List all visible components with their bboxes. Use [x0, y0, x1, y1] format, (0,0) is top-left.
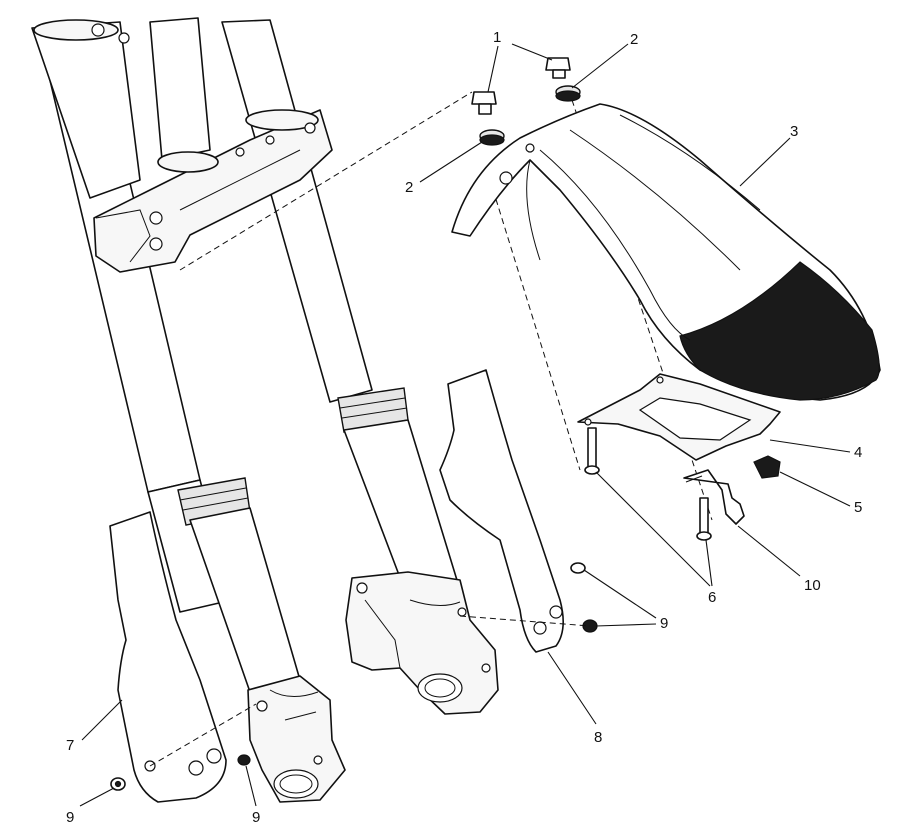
guard-screw-9c: [570, 562, 586, 574]
mudguard-grommet-2b: [479, 129, 505, 146]
callout-7: 7: [66, 737, 74, 754]
leader-5: [779, 471, 851, 507]
guard-screw-9b: [110, 777, 126, 791]
alignment-line-mudguard-left: [489, 179, 581, 471]
fork-guard-right: [439, 369, 564, 653]
screw-6b: [696, 497, 712, 541]
screw-6a: [584, 427, 600, 475]
leader-9-right-b: [595, 623, 657, 627]
leader-6b: [705, 539, 713, 587]
callout-10: 10: [804, 577, 821, 594]
callout-9-left: 9: [66, 809, 74, 826]
fork-guard-left: [109, 511, 227, 803]
front-mudguard: [451, 103, 881, 401]
guard-screw-9a: [237, 754, 251, 766]
alignment-line-left-guard: [149, 703, 257, 767]
leader-4: [769, 439, 851, 453]
mudguard-bolt-1b: [545, 57, 571, 79]
callout-6: 6: [708, 589, 716, 606]
triple-clamp: [93, 109, 333, 273]
leader-1a: [487, 45, 499, 93]
leader-2a: [571, 43, 629, 89]
cable-clip-10: [683, 469, 745, 525]
callout-4: 4: [854, 444, 862, 461]
callout-2-left: 2: [405, 179, 413, 196]
left-fork-foot: [247, 675, 346, 803]
callout-2-top: 2: [630, 31, 638, 48]
alignment-line-clamp: [179, 91, 473, 271]
leader-3: [739, 137, 791, 187]
leader-2b: [419, 141, 483, 183]
leader-9-left: [79, 787, 115, 807]
leader-6a: [595, 471, 711, 587]
front-fork-assembly: [31, 17, 499, 803]
leader-1b: [511, 43, 553, 61]
bracket-nut-5: [753, 455, 781, 479]
callout-3: 3: [790, 123, 798, 140]
callout-9-mid: 9: [252, 809, 260, 826]
mudguard-bolt-1a: [471, 91, 497, 115]
leader-10: [737, 525, 801, 577]
leader-9-mid: [245, 765, 257, 807]
callout-8: 8: [594, 729, 602, 746]
leader-7: [81, 699, 123, 741]
callout-5: 5: [854, 499, 862, 516]
alignment-line-right-guard: [459, 615, 591, 627]
mudguard-grommet-2a: [555, 85, 581, 102]
mudguard-bracket: [577, 373, 781, 461]
right-fork-foot: [345, 571, 499, 715]
callout-9-right: 9: [660, 615, 668, 632]
leader-8: [547, 651, 597, 725]
leader-9-right-a: [583, 569, 657, 619]
callout-1: 1: [493, 29, 501, 46]
